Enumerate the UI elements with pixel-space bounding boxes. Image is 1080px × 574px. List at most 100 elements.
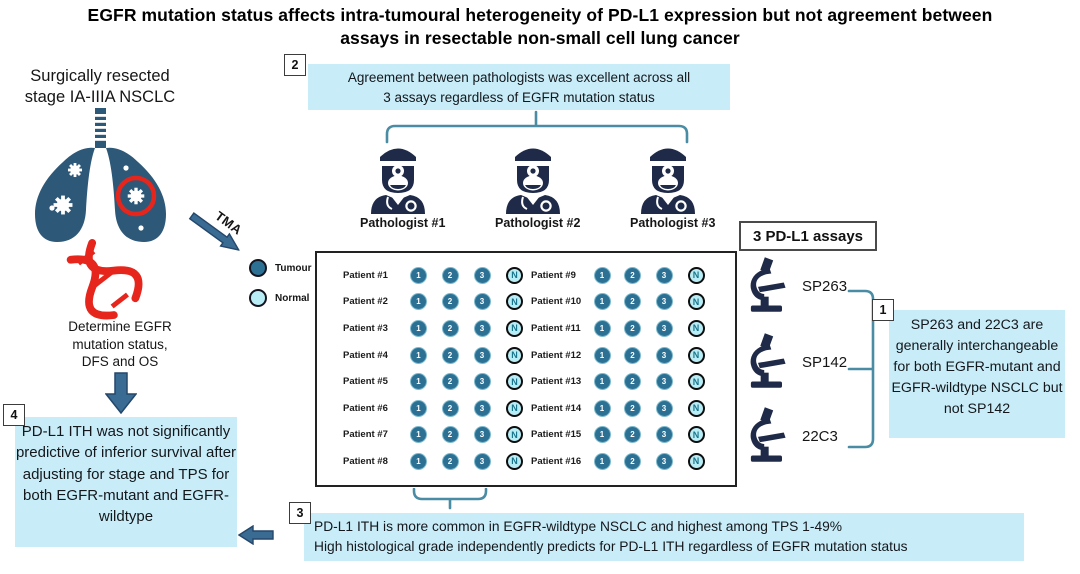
badge-number: 3 — [296, 506, 304, 520]
microscope-icon — [750, 333, 786, 388]
patient-label: Patient #2 — [343, 296, 388, 308]
tumour-core-dot: 2 — [441, 426, 459, 444]
normal-core-dot: N — [687, 399, 705, 417]
arrow-down-icon — [105, 372, 137, 414]
assay-22c3: 22C3 — [742, 406, 838, 466]
tumour-core-dot: 3 — [473, 266, 491, 284]
callout-box-survival: PD-L1 ITH was not significantly predicti… — [15, 417, 237, 547]
legend-normal: Normal — [249, 289, 309, 307]
tumour-core-dot: 1 — [593, 426, 611, 444]
tumour-core-dot: 3 — [473, 399, 491, 417]
normal-core-dot: N — [687, 293, 705, 311]
microscope-icon — [750, 257, 786, 312]
patient-label: Patient #13 — [531, 376, 582, 388]
callout-box-interchangeability: SP263 and 22C3 are generally interchange… — [889, 310, 1065, 438]
badge-number: 2 — [291, 58, 299, 72]
tumour-core-dot: 1 — [593, 452, 611, 470]
badge-number: 4 — [10, 408, 18, 422]
tumour-core-dot: 1 — [593, 266, 611, 284]
normal-core-dot: N — [506, 293, 523, 311]
normal-core-dot: N — [506, 452, 523, 470]
tumour-core-dot: 3 — [473, 293, 491, 311]
pathologist-icon — [641, 148, 695, 214]
tumour-core-dot: 1 — [593, 346, 611, 364]
tumour-core-dot: 1 — [410, 426, 427, 444]
normal-dot-icon — [249, 289, 267, 307]
tumour-core-dot: 3 — [655, 399, 673, 417]
tumour-core-dot: 3 — [473, 452, 491, 470]
legend-tumour-label: Tumour — [275, 262, 312, 274]
tumour-core-dot: 2 — [441, 399, 459, 417]
tumour-core-dot: 2 — [441, 452, 459, 470]
patient-label: Patient #3 — [343, 322, 388, 334]
assays-header-label: 3 PD-L1 assays — [752, 227, 864, 245]
legend-normal-label: Normal — [275, 292, 310, 304]
tumour-core-dot: 2 — [624, 452, 641, 470]
callout-number-badge: 2 — [284, 54, 306, 76]
pathologist-1: Pathologist #1 — [360, 140, 445, 230]
tumour-core-dot: 1 — [410, 399, 427, 417]
patient-label: Patient #8 — [343, 455, 388, 467]
legend-tumour: Tumour — [249, 259, 311, 277]
patient-label: Patient #12 — [531, 349, 582, 361]
normal-core-dot: N — [687, 452, 705, 470]
pathologist-label: Pathologist #3 — [630, 216, 716, 230]
ith-line-1: PD-L1 ITH is more common in EGFR-wildtyp… — [314, 519, 843, 534]
callout-number-badge: 4 — [3, 404, 25, 426]
tumour-core-dot: 2 — [441, 293, 459, 311]
patient-label: Patient #15 — [531, 429, 582, 441]
patient-label: Patient #16 — [531, 455, 582, 467]
tumour-core-dot: 2 — [441, 266, 459, 284]
normal-core-dot: N — [506, 346, 523, 364]
normal-core-dot: N — [687, 426, 705, 444]
assays-header: 3 PD-L1 assays — [739, 221, 877, 251]
normal-core-dot: N — [506, 426, 523, 444]
tumour-core-dot: 1 — [593, 319, 611, 337]
normal-core-dot: N — [506, 373, 523, 391]
tumour-core-dot: 2 — [624, 293, 641, 311]
tumour-core-dot: 1 — [410, 293, 427, 311]
tumour-core-dot: 3 — [473, 426, 491, 444]
pathologist-icon — [371, 148, 425, 214]
tumour-core-dot: 3 — [655, 373, 673, 391]
patient-label: Patient #5 — [343, 376, 388, 388]
patient-label: Patient #14 — [531, 402, 582, 414]
normal-core-dot: N — [687, 266, 705, 284]
callout-box-ith: PD-L1 ITH is more common in EGFR-wildtyp… — [304, 513, 1024, 561]
tumour-core-dot: 1 — [410, 373, 427, 391]
assay-sp142: SP142 — [742, 332, 847, 392]
arrow-left-icon — [238, 525, 274, 545]
tumour-core-dot: 2 — [441, 319, 459, 337]
tumour-core-dot: 2 — [441, 373, 459, 391]
tumour-core-dot: 2 — [624, 319, 641, 337]
assay-sp263: SP263 — [742, 256, 847, 316]
normal-core-dot: N — [687, 319, 705, 337]
tumour-core-dot: 1 — [410, 266, 427, 284]
pathologists-bracket — [384, 110, 690, 144]
tumour-core-dot: 1 — [410, 319, 427, 337]
callout-box-agreement: Agreement between pathologists was excel… — [308, 64, 730, 110]
tumour-core-dot: 2 — [624, 266, 641, 284]
badge-number: 1 — [879, 303, 887, 317]
tumour-core-dot: 1 — [593, 399, 611, 417]
dna-icon — [51, 227, 154, 332]
patient-label: Patient #7 — [343, 429, 388, 441]
patient-label: Patient #1 — [343, 269, 388, 281]
callout-number-badge: 1 — [872, 299, 894, 321]
tumour-core-dot: 3 — [655, 426, 673, 444]
lung-icon — [25, 108, 175, 248]
normal-core-dot: N — [506, 399, 523, 417]
cores-bracket — [411, 488, 489, 510]
tumour-core-dot: 2 — [441, 346, 459, 364]
normal-core-dot: N — [506, 266, 523, 284]
assay-label: SP263 — [802, 277, 848, 295]
tumour-core-dot: 1 — [593, 293, 611, 311]
tumour-core-dot: 2 — [624, 346, 641, 364]
tumour-core-dot: 1 — [593, 373, 611, 391]
